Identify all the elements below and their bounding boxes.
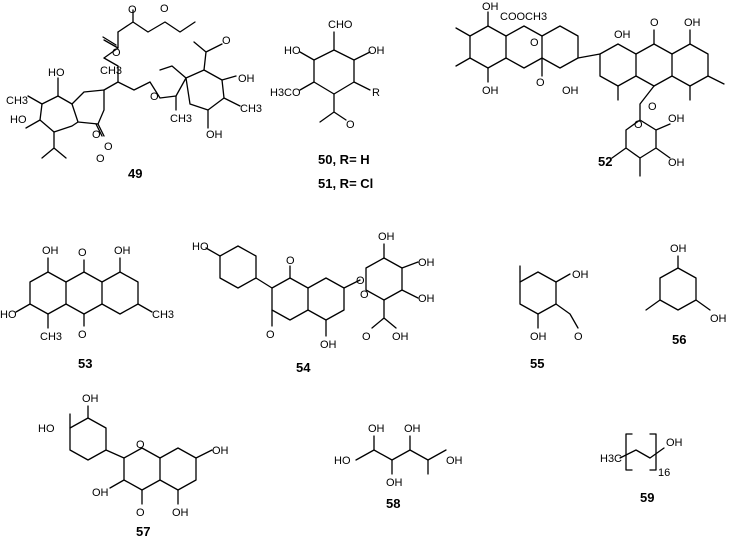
atom-label: O xyxy=(346,119,355,131)
atom-label: O xyxy=(648,101,657,113)
compound-label-49: 49 xyxy=(128,166,142,181)
atom-label: OH xyxy=(378,231,395,243)
atom-label: O xyxy=(160,3,169,15)
compound-label-59: 59 xyxy=(640,490,654,505)
atom-label: O xyxy=(136,439,145,451)
atom-label: H3CO xyxy=(270,87,301,99)
structure-55: OH OH O 55 xyxy=(519,265,589,371)
structure-58: OH OH HO OH OH 58 xyxy=(334,423,463,511)
atom-label: COOCH3 xyxy=(500,11,547,23)
structure-56: OH OH 56 xyxy=(645,243,727,347)
structure-53: OH O OH HO CH3 O CH3 53 xyxy=(0,245,174,371)
compound-label-54: 54 xyxy=(296,360,311,375)
structure-50-51: CHO HO OH H3CO R O 50, R= H 51, R= Cl xyxy=(270,19,385,191)
atom-label: O xyxy=(650,17,659,29)
atom-label: OH xyxy=(392,331,409,343)
atom-label: O xyxy=(530,37,539,49)
atom-label: O xyxy=(222,35,231,47)
atom-label: O xyxy=(356,275,365,287)
atom-label: O xyxy=(78,247,87,259)
atom-label: OH xyxy=(670,243,687,255)
atom-label: O xyxy=(360,289,369,301)
compound-label-51: 51, R= Cl xyxy=(318,176,373,191)
atom-label: O xyxy=(362,331,371,343)
atom-label: O xyxy=(78,329,87,341)
atom-label: HO xyxy=(284,45,301,57)
atom-label: CH3 xyxy=(40,331,62,343)
atom-label: OH xyxy=(668,157,685,169)
atom-label: OH xyxy=(614,29,631,41)
compound-label-50: 50, R= H xyxy=(318,152,370,167)
atom-label: O xyxy=(536,77,545,89)
atom-label: OH xyxy=(114,245,131,257)
structure-52: OH COOCH3 O OH O OH OH O O OH O OH OH 52 xyxy=(455,1,725,177)
atom-label: O xyxy=(136,507,145,519)
compound-label-58: 58 xyxy=(386,496,400,511)
atom-label: OH xyxy=(710,313,727,325)
atom-label: CH3 xyxy=(100,65,122,77)
compound-label-55: 55 xyxy=(530,356,544,371)
atom-label: OH xyxy=(386,477,403,489)
atom-label: CH3 xyxy=(6,95,28,107)
atom-label: OH xyxy=(172,507,189,519)
atom-label: OH xyxy=(320,339,337,351)
compound-label-53: 53 xyxy=(78,356,92,371)
atom-label: O xyxy=(286,255,295,267)
atom-label: CH3 xyxy=(152,309,174,321)
atom-label: R xyxy=(372,87,380,99)
atom-label: O xyxy=(92,129,101,141)
compound-label-52: 52 xyxy=(598,154,612,169)
atom-label: OH xyxy=(368,423,385,435)
atom-label: OH xyxy=(482,85,499,97)
atom-label: O xyxy=(574,331,583,343)
atom-label: OH xyxy=(418,293,435,305)
atom-label: OH xyxy=(212,445,229,457)
structure-59: OH H3C 16 59 xyxy=(600,433,683,505)
atom-label: OH xyxy=(666,437,683,449)
structure-57: OH HO O OH OH OH O 57 xyxy=(38,393,229,539)
atom-label: OH xyxy=(446,455,463,467)
atom-label: CH3 xyxy=(170,113,192,125)
atom-label: OH xyxy=(572,269,589,281)
structure-54: HO O O OH OH O OH O OH O OH 54 xyxy=(192,231,435,375)
atom-label: O xyxy=(96,153,105,165)
atom-label: OH xyxy=(368,45,385,57)
atom-label: OH xyxy=(42,245,59,257)
atom-label: HO xyxy=(334,455,351,467)
atom-label: OH xyxy=(530,331,547,343)
atom-label: H3C xyxy=(600,453,622,465)
atom-label: OH xyxy=(684,17,701,29)
atom-label: OH xyxy=(404,423,421,435)
atom-label: HO xyxy=(192,241,209,253)
atom-label: OH xyxy=(668,113,685,125)
atom-label: OH xyxy=(482,1,499,13)
atom-label: HO xyxy=(10,114,27,126)
atom-label: CH3 xyxy=(240,103,262,115)
atom-label: O xyxy=(128,4,137,16)
atom-label: OH xyxy=(206,129,223,141)
structure-49: O O HO CH3 HO O O O O CH3 OH CH3 OH CH3 … xyxy=(6,3,262,181)
atom-label: OH xyxy=(562,85,579,97)
compound-label-56: 56 xyxy=(672,332,686,347)
atom-label: CHO xyxy=(328,19,353,31)
atom-label: O xyxy=(266,329,275,341)
atom-label: OH xyxy=(92,487,109,499)
atom-label: HO xyxy=(0,309,17,321)
atom-label: O xyxy=(634,119,643,131)
atom-label: OH xyxy=(238,73,255,85)
atom-label: OH xyxy=(418,257,435,269)
atom-label: O xyxy=(112,47,121,59)
atom-label: OH xyxy=(82,393,99,405)
atom-label: O xyxy=(104,141,113,153)
atom-label: HO xyxy=(48,67,65,79)
atom-label: 16 xyxy=(658,467,670,479)
atom-label: O xyxy=(150,91,159,103)
atom-label: HO xyxy=(38,423,55,435)
compound-label-57: 57 xyxy=(136,524,150,539)
